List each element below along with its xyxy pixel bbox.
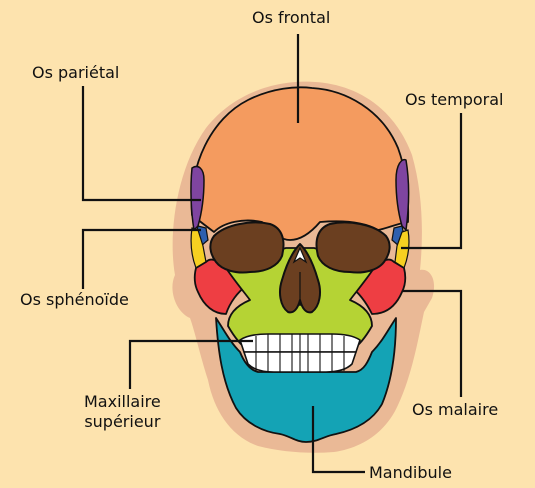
label-parietal-bone: Os pariétal (32, 63, 119, 83)
label-temporal-bone: Os temporal (405, 90, 504, 110)
label-mandible: Mandibule (369, 463, 452, 483)
label-maxillary-line2: supérieur (84, 412, 161, 432)
label-maxillary-line1: Maxillaire (84, 392, 161, 412)
label-maxillary-bone: Maxillaire supérieur (84, 392, 161, 432)
orbit-right (317, 223, 390, 273)
orbit-left (210, 223, 283, 273)
label-sphenoid-bone: Os sphénoïde (20, 290, 129, 310)
label-frontal-bone: Os frontal (252, 8, 330, 28)
label-malar-bone: Os malaire (412, 400, 498, 420)
